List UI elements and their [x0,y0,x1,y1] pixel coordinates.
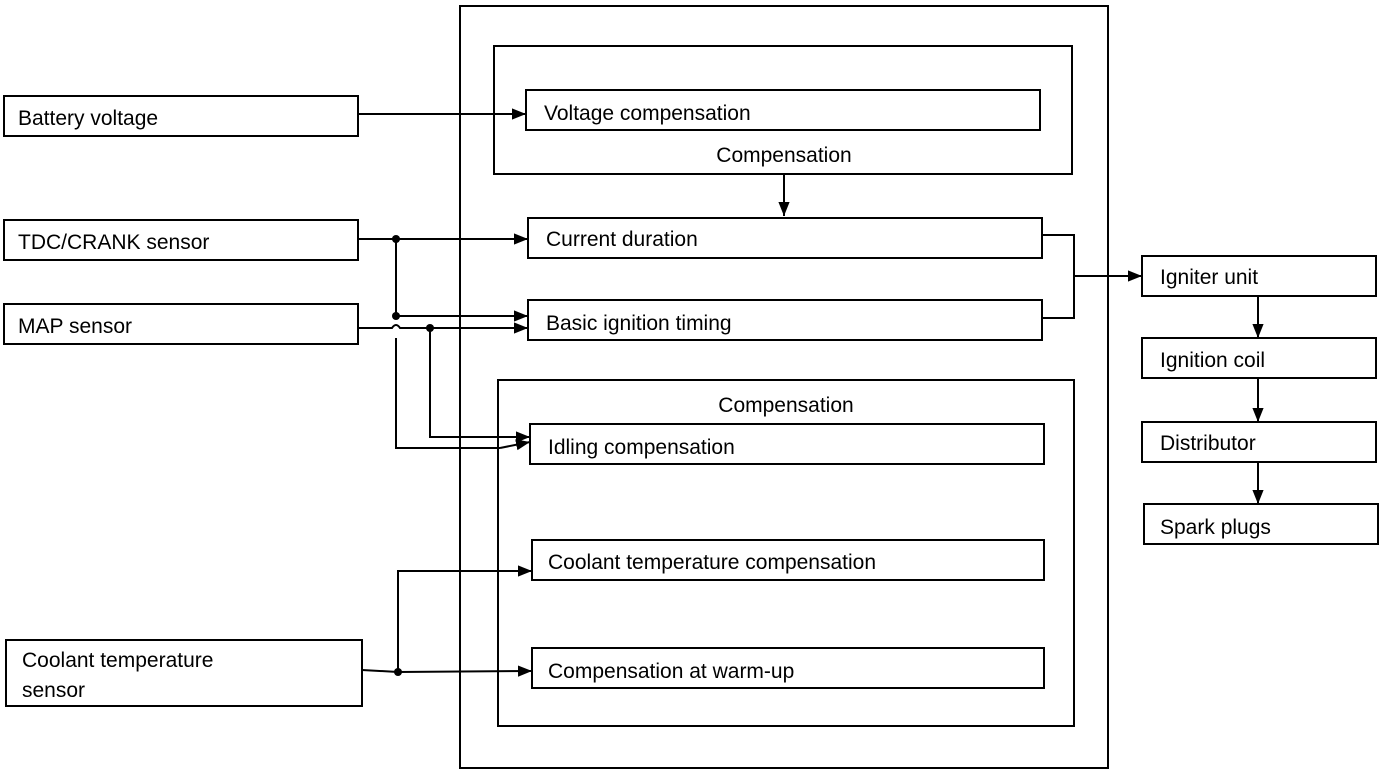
map-sensor-label: MAP sensor [18,315,132,338]
coolant-sensor-output-line [361,669,399,673]
ignition-coil-box: Ignition coil [1141,337,1377,379]
idling-compensation-box: Idling compensation [529,423,1045,465]
tdc-crank-sensor-label: TDC/CRANK sensor [18,231,209,254]
top-compensation-label: Compensation [716,144,851,167]
igniter-unit-box: Igniter unit [1141,255,1377,297]
basic-ignition-timing-label: Basic ignition timing [546,312,732,335]
map-to-basic-timing-arrow [358,322,528,334]
basic-ignition-timing-box: Basic ignition timing [527,299,1043,341]
voltage-compensation-label: Voltage compensation [544,102,751,125]
igniter-unit-label: Igniter unit [1160,266,1258,289]
coolant-to-warm-up-compensation-arrow [397,665,533,677]
tdc-crank-branch-lower-line [395,338,500,449]
battery-voltage-label: Battery voltage [18,107,158,130]
current-duration-output-line [1042,234,1075,319]
spark-plugs-label: Spark plugs [1160,516,1271,539]
tdc-crank-to-idling-compensation-arrow [499,439,531,451]
current-duration-box: Current duration [527,217,1043,259]
distributor-box: Distributor [1141,421,1377,463]
idling-compensation-label: Idling compensation [548,436,735,459]
coolant-temperature-sensor-label-line1: Coolant temperature [22,649,213,672]
map-junction-dot [426,324,434,332]
battery-voltage-box: Battery voltage [3,95,359,137]
bottom-compensation-label: Compensation [718,394,853,417]
map-to-idling-compensation-arrow [429,328,530,443]
map-sensor-box: MAP sensor [3,303,359,345]
compensation-at-warm-up-box: Compensation at warm-up [531,647,1045,689]
spark-plugs-box: Spark plugs [1143,503,1379,545]
tdc-crank-lower-junction-dot [392,312,400,320]
tdc-crank-junction-dot [392,235,400,243]
coolant-to-coolant-compensation-arrow [397,565,532,672]
coolant-junction-dot [394,668,402,676]
current-duration-label: Current duration [546,228,698,251]
tdc-crank-sensor-box: TDC/CRANK sensor [3,219,359,261]
ignition-coil-label: Ignition coil [1160,349,1265,372]
coolant-temperature-compensation-label: Coolant temperature compensation [548,551,876,574]
distributor-label: Distributor [1160,432,1256,455]
coolant-temperature-compensation-box: Coolant temperature compensation [531,539,1045,581]
ecu-frame [459,5,1109,769]
coolant-temperature-sensor-box: Coolant temperature sensor [5,639,363,707]
coolant-temperature-sensor-label-line2: sensor [22,679,85,702]
compensation-at-warm-up-label: Compensation at warm-up [548,660,794,683]
bottom-compensation-group [497,379,1075,727]
voltage-compensation-box: Voltage compensation [525,89,1041,131]
